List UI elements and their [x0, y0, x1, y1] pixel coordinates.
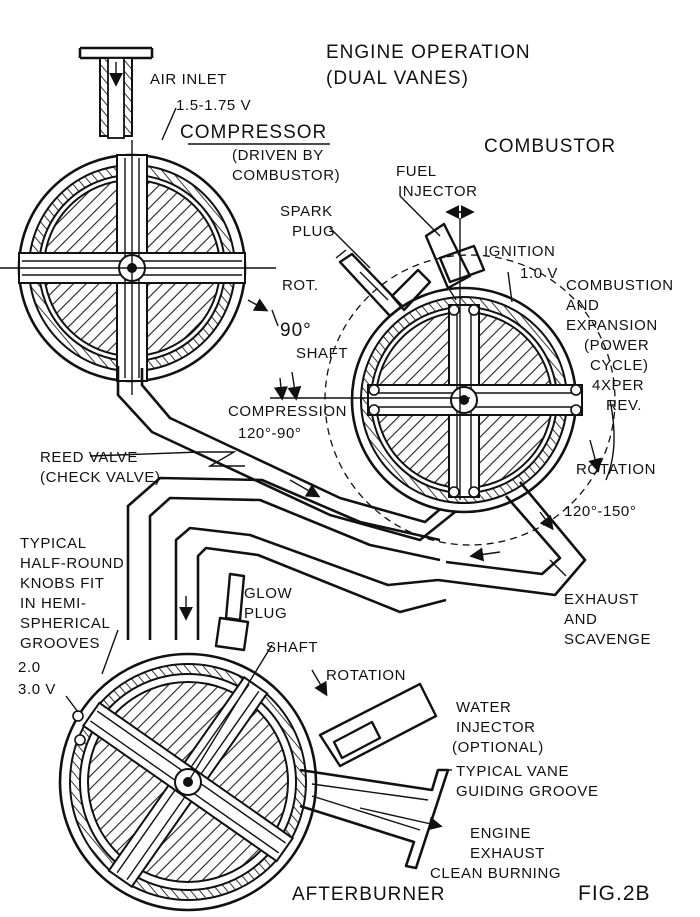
label-afterburner-volume-1: 2.0: [18, 659, 41, 676]
label-vane-2: GUIDING GROOVE: [456, 783, 599, 800]
return-duct: [126, 476, 447, 640]
spark-plug: [335, 249, 432, 318]
air-inlet-pipe: [78, 46, 154, 139]
water-injector: [318, 682, 438, 768]
label-spark-plug: PLUG: [292, 223, 335, 240]
label-power: (POWER: [584, 337, 649, 354]
label-combustion: COMBUSTION: [566, 277, 674, 294]
label-typical-3: KNOBS FIT: [20, 575, 105, 592]
label-afterburner: AFTERBURNER: [292, 884, 446, 905]
label-shaft-lower: SHAFT: [266, 639, 318, 656]
engine-exhaust-nozzle: [299, 768, 450, 870]
label-typical-2: HALF-ROUND: [20, 555, 124, 572]
label-rot: ROT.: [282, 277, 319, 294]
afterburner-rotor: [58, 644, 318, 912]
label-glow-plug: PLUG: [244, 605, 287, 622]
label-typical-1: TYPICAL: [20, 535, 87, 552]
title-line-2: (DUAL VANES): [326, 68, 469, 89]
label-compressor: COMPRESSOR: [180, 122, 327, 143]
label-ninety: 90°: [280, 320, 312, 341]
label-typical-6: GROOVES: [20, 635, 100, 652]
label-compression-angle: 120°-90°: [238, 425, 302, 442]
label-rotation-right: ROTATION: [576, 461, 656, 478]
label-afterburner-volume-2: 3.0 V: [18, 681, 56, 698]
label-per-rev-1: 4XPER: [592, 377, 644, 394]
compressor-rotor: [0, 140, 276, 395]
label-water-optional: (OPTIONAL): [452, 739, 544, 756]
exhaust-scavenge-duct: [437, 481, 587, 597]
label-exhaust-and: AND: [564, 611, 597, 628]
figure-label: FIG.2B: [578, 882, 651, 905]
label-vane-1: TYPICAL VANE: [456, 763, 569, 780]
label-engine: ENGINE: [470, 825, 531, 842]
diagram-labels: ENGINE OPERATION (DUAL VANES) AIR INLET …: [18, 42, 674, 905]
label-driven-by-1: (DRIVEN BY: [232, 147, 324, 164]
label-fuel: FUEL: [396, 163, 437, 180]
label-water: WATER: [456, 699, 512, 716]
label-compression: COMPRESSION: [228, 403, 347, 420]
label-ignition: IGNITION: [484, 243, 555, 260]
label-clean-burning: CLEAN BURNING: [430, 865, 561, 882]
label-exhaust: EXHAUST: [564, 591, 639, 608]
label-combustor: COMBUSTOR: [484, 136, 616, 157]
label-combustor-volume: 1.0 V: [520, 265, 558, 282]
label-glow: GLOW: [244, 585, 292, 602]
glow-plug: [214, 572, 250, 652]
title-line-1: ENGINE OPERATION: [326, 42, 531, 63]
label-reed-valve: REED VALVE: [40, 449, 138, 466]
leader-lines: [65, 107, 567, 771]
label-typical-5: SPHERICAL: [20, 615, 110, 632]
label-water-injector: INJECTOR: [456, 719, 536, 736]
label-scavenge: SCAVENGE: [564, 631, 651, 648]
combustor-rotor: [270, 218, 616, 546]
label-and: AND: [566, 297, 599, 314]
label-air-inlet: AIR INLET: [150, 71, 227, 88]
label-driven-by-2: COMBUSTOR): [232, 167, 340, 184]
fuel-injector: [424, 205, 486, 301]
label-spark: SPARK: [280, 203, 333, 220]
label-per-rev-2: REV.: [606, 397, 642, 414]
label-rotation-lower: ROTATION: [326, 667, 406, 684]
label-expansion: EXPANSION: [566, 317, 658, 334]
transfer-duct: [116, 366, 456, 542]
label-engine-exhaust: EXHAUST: [470, 845, 545, 862]
label-shaft-upper: SHAFT: [296, 345, 348, 362]
label-angle-right: 120°-150°: [564, 503, 636, 520]
label-compressor-volume: 1.5-1.75 V: [176, 97, 251, 114]
label-typical-4: IN HEMI-: [20, 595, 86, 612]
rotation-arrows: [247, 298, 615, 697]
label-cycle: CYCLE): [590, 357, 649, 374]
label-injector: INJECTOR: [398, 183, 478, 200]
label-check-valve: (CHECK VALVE): [40, 469, 161, 486]
